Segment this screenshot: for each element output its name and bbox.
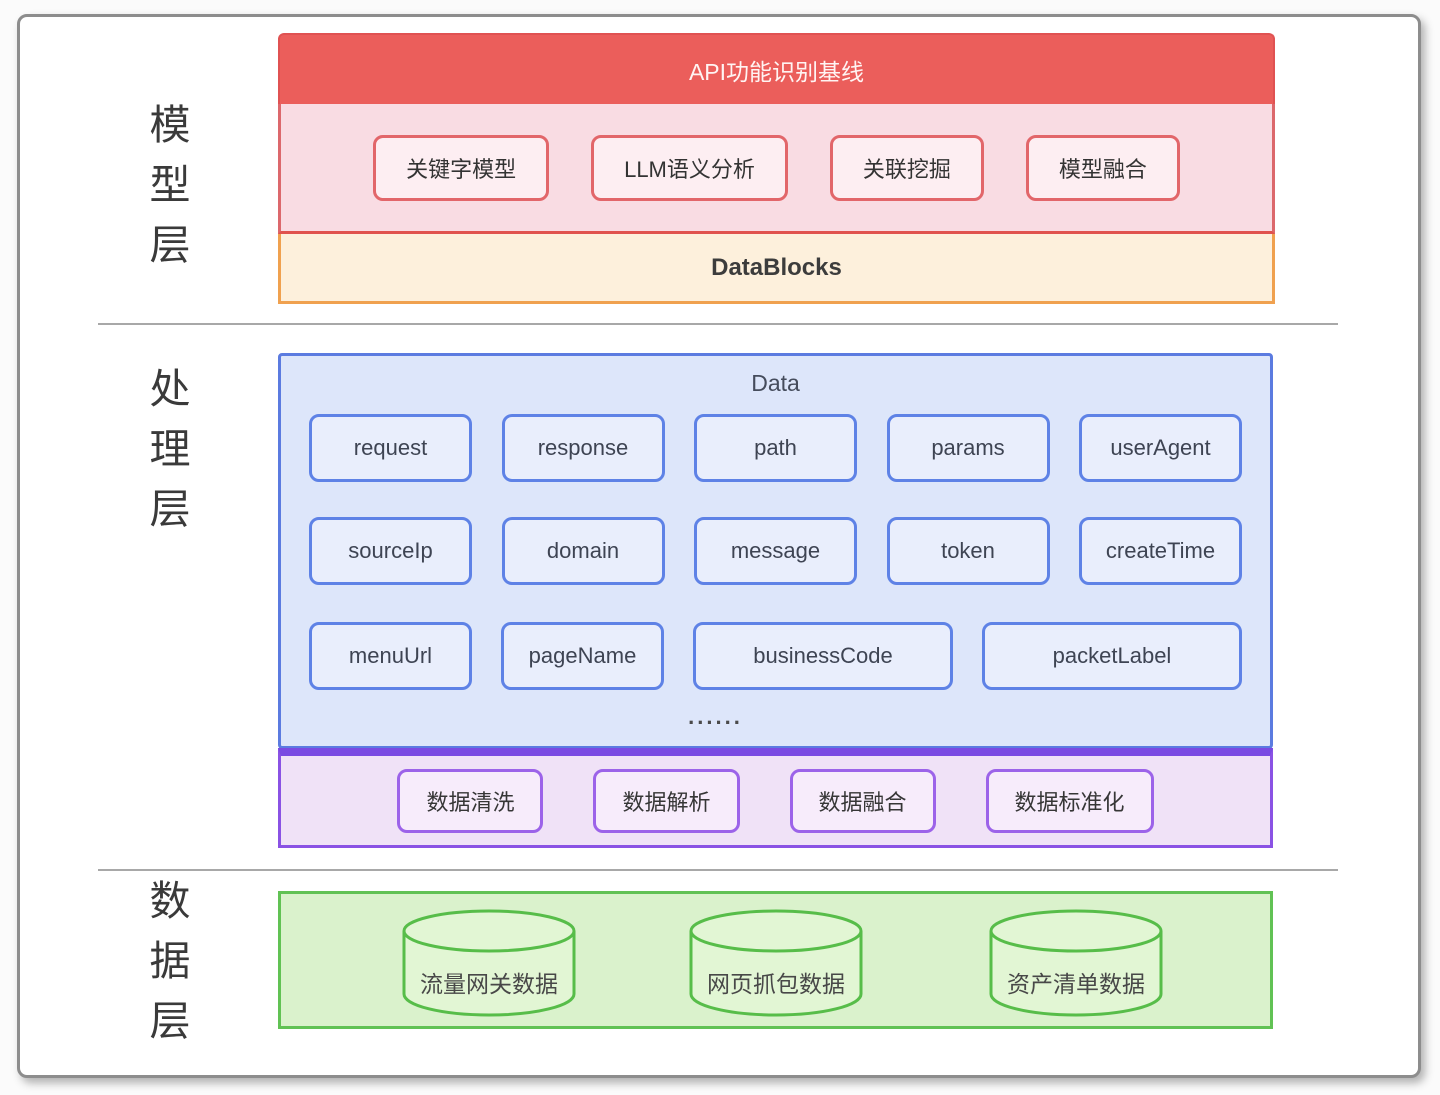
process-box-standardization: 数据标准化 xyxy=(985,768,1154,833)
model-box-association: 关联挖掘 xyxy=(829,134,984,201)
data-fields-panel: Data request response path params userAg… xyxy=(278,353,1273,749)
process-box-parsing: 数据解析 xyxy=(593,768,740,833)
database-cylinder-icon xyxy=(402,909,576,1017)
field-box-request: request xyxy=(309,414,472,482)
field-row-2: sourceIp domain message token createTime xyxy=(281,517,1270,585)
processing-steps-panel: 数据清洗 数据解析 数据融合 数据标准化 xyxy=(278,748,1273,848)
diagram-card: 模型层 处理层 数据层 API功能识别基线 关键字模型 LLM语义分析 关联挖掘… xyxy=(17,14,1421,1078)
field-box-token: token xyxy=(886,517,1050,585)
field-box-packetlabel: packetLabel xyxy=(982,622,1242,690)
field-box-pagename: pageName xyxy=(501,622,664,690)
data-source-asset-inventory: 资产清单数据 xyxy=(988,908,1164,1018)
data-source-label: 资产清单数据 xyxy=(1007,971,1145,997)
process-box-fusion: 数据融合 xyxy=(789,768,936,833)
model-box-llm: LLM语义分析 xyxy=(591,134,788,201)
data-source-label: 流量网关数据 xyxy=(420,971,558,997)
model-layer-block: API功能识别基线 关键字模型 LLM语义分析 关联挖掘 模型融合 DataBl… xyxy=(278,33,1275,304)
field-box-useragent: userAgent xyxy=(1079,414,1242,482)
processing-layer-label: 处理层 xyxy=(143,367,189,547)
field-box-domain: domain xyxy=(501,517,665,585)
section-divider-top xyxy=(98,323,1338,325)
field-row-1: request response path params userAgent xyxy=(281,414,1270,482)
data-sources-panel: 流量网关数据 网页抓包数据 资产清单数据 xyxy=(278,891,1273,1029)
field-box-response: response xyxy=(501,414,665,482)
datablocks-bar: DataBlocks xyxy=(278,234,1275,304)
fields-ellipsis: ...... xyxy=(688,704,743,729)
model-box-fusion: 模型融合 xyxy=(1025,134,1180,201)
data-source-web-capture: 网页抓包数据 xyxy=(688,908,864,1018)
data-panel-title: Data xyxy=(751,370,800,396)
model-layer-label: 模型层 xyxy=(143,103,189,283)
field-box-createtime: createTime xyxy=(1079,517,1242,585)
section-divider-bottom xyxy=(98,869,1338,871)
model-box-keyword: 关键字模型 xyxy=(373,134,550,201)
field-box-businesscode: businessCode xyxy=(693,622,953,690)
data-source-traffic-gateway: 流量网关数据 xyxy=(401,908,577,1018)
database-cylinder-icon xyxy=(989,909,1163,1017)
data-layer-label: 数据层 xyxy=(143,879,189,1059)
field-box-message: message xyxy=(694,517,857,585)
field-row-3: menuUrl pageName businessCode packetLabe… xyxy=(281,622,1270,690)
field-box-path: path xyxy=(694,414,857,482)
data-source-label: 网页抓包数据 xyxy=(707,971,845,997)
database-cylinder-icon xyxy=(689,909,863,1017)
field-box-sourceip: sourceIp xyxy=(309,517,472,585)
field-box-menuurl: menuUrl xyxy=(309,622,472,690)
field-box-params: params xyxy=(886,414,1050,482)
api-baseline-header: API功能识别基线 xyxy=(278,33,1275,104)
model-components-panel: 关键字模型 LLM语义分析 关联挖掘 模型融合 xyxy=(278,104,1275,234)
process-box-cleaning: 数据清洗 xyxy=(397,768,544,833)
